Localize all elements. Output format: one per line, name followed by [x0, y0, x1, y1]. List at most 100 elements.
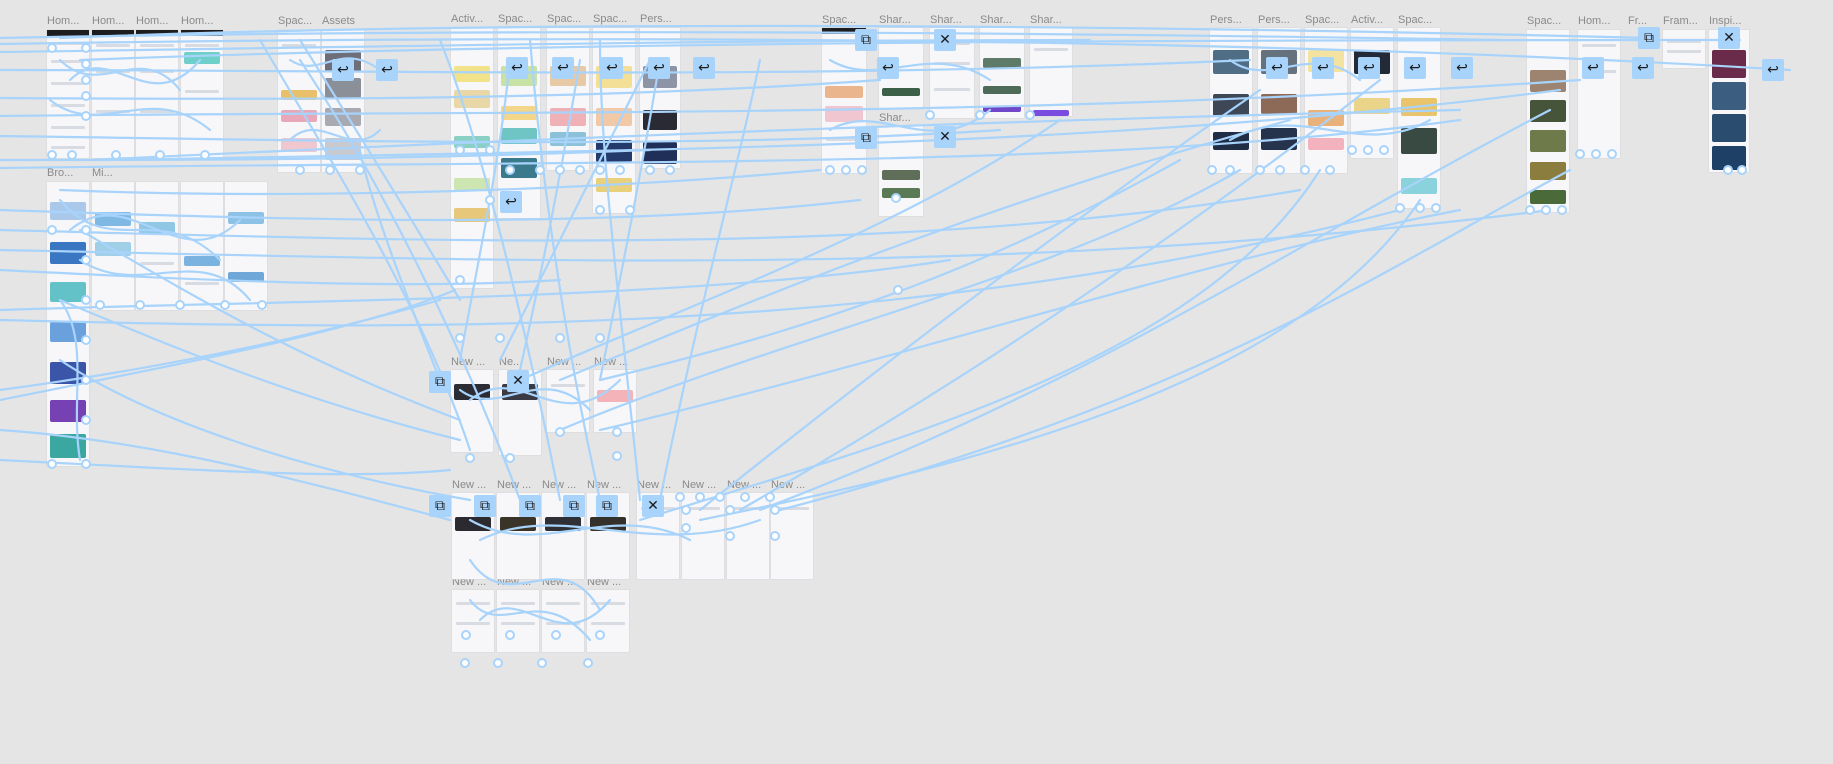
frame-thumbnail[interactable]	[594, 370, 636, 432]
frame-thumbnail[interactable]	[1663, 30, 1705, 68]
close-icon[interactable]: ✕	[1718, 27, 1740, 49]
frame-thumbnail[interactable]	[92, 30, 134, 158]
frame-label[interactable]: Spac...	[547, 13, 582, 25]
frame-label[interactable]: New ...	[542, 479, 577, 491]
frame-label[interactable]: Hom...	[181, 15, 214, 27]
frame-label[interactable]: New ...	[771, 479, 806, 491]
overlay-icon[interactable]: ⧉	[855, 127, 877, 149]
frame-thumbnail[interactable]	[92, 182, 134, 310]
frame-thumbnail[interactable]	[640, 28, 680, 168]
frame-label[interactable]: Shar...	[1030, 14, 1062, 26]
back-arrow-icon[interactable]: ↩	[332, 59, 354, 81]
frame-label[interactable]: Assets	[322, 15, 356, 27]
frame-thumbnail[interactable]	[497, 590, 539, 652]
frame-label[interactable]: New ...	[451, 356, 486, 368]
frame-label[interactable]: New ...	[594, 356, 629, 368]
frame-thumbnail[interactable]	[1030, 28, 1072, 116]
frame-thumbnail[interactable]	[1305, 28, 1347, 173]
frame-label[interactable]: New ...	[452, 479, 487, 491]
frame-label[interactable]: Bro...	[47, 167, 74, 179]
frame-label[interactable]: New ...	[587, 479, 622, 491]
frame-label[interactable]: Spac...	[1305, 14, 1340, 26]
frame-label[interactable]: Fram...	[1663, 15, 1698, 27]
back-arrow-icon[interactable]: ↩	[648, 57, 670, 79]
frame-label[interactable]: Activ...	[1351, 14, 1384, 26]
back-arrow-icon[interactable]: ↩	[1451, 57, 1473, 79]
frame-label[interactable]: Spac...	[1398, 14, 1433, 26]
frame-thumbnail[interactable]	[451, 370, 493, 452]
frame-label[interactable]: Hom...	[92, 15, 125, 27]
frame-label[interactable]: Shar...	[879, 14, 911, 26]
frame-thumbnail[interactable]	[47, 182, 89, 466]
close-icon[interactable]: ✕	[934, 29, 956, 51]
frame-label[interactable]: Pers...	[1258, 14, 1290, 26]
frame-thumbnail[interactable]	[1527, 30, 1569, 212]
frame-thumbnail[interactable]	[771, 493, 813, 579]
frame-label[interactable]: New ...	[547, 356, 582, 368]
frame-label[interactable]: Spac...	[822, 14, 857, 26]
frame-thumbnail[interactable]	[682, 493, 724, 579]
frame-label[interactable]: Mi...	[92, 167, 113, 179]
frame-thumbnail[interactable]	[980, 28, 1024, 118]
frame-thumbnail[interactable]	[47, 30, 89, 158]
back-arrow-icon[interactable]: ↩	[376, 59, 398, 81]
frame-thumbnail[interactable]	[547, 370, 589, 432]
back-arrow-icon[interactable]: ↩	[1404, 57, 1426, 79]
frame-label[interactable]: Shar...	[879, 112, 911, 124]
overlay-icon[interactable]: ⧉	[855, 29, 877, 51]
overlay-icon[interactable]: ⧉	[563, 495, 585, 517]
frame-thumbnail[interactable]	[225, 182, 267, 310]
frame-label[interactable]: Shar...	[980, 14, 1012, 26]
frame-label[interactable]: Spac...	[278, 15, 313, 27]
frame-label[interactable]: Hom...	[47, 15, 80, 27]
frame-label[interactable]: Hom...	[1578, 15, 1611, 27]
frame-thumbnail[interactable]	[451, 28, 493, 288]
frame-thumbnail[interactable]	[1351, 28, 1393, 158]
frame-thumbnail[interactable]	[1210, 28, 1252, 173]
frame-thumbnail[interactable]	[136, 182, 178, 310]
frame-label[interactable]: New ...	[727, 479, 762, 491]
back-arrow-icon[interactable]: ↩	[1582, 57, 1604, 79]
frame-thumbnail[interactable]	[879, 126, 923, 216]
frame-label[interactable]: Hom...	[136, 15, 169, 27]
back-arrow-icon[interactable]: ↩	[1632, 57, 1654, 79]
frame-label[interactable]: Spac...	[498, 13, 533, 25]
frame-thumbnail[interactable]	[1258, 28, 1300, 173]
frame-label[interactable]: New ...	[497, 479, 532, 491]
back-arrow-icon[interactable]: ↩	[500, 191, 522, 213]
close-icon[interactable]: ✕	[934, 126, 956, 148]
frame-label[interactable]: Pers...	[1210, 14, 1242, 26]
overlay-icon[interactable]: ⧉	[429, 371, 451, 393]
frame-thumbnail[interactable]	[542, 590, 584, 652]
frame-label[interactable]: Spac...	[593, 13, 628, 25]
overlay-icon[interactable]: ⧉	[429, 495, 451, 517]
overlay-icon[interactable]: ⧉	[519, 495, 541, 517]
frame-thumbnail[interactable]	[1398, 28, 1440, 208]
back-arrow-icon[interactable]: ↩	[1266, 57, 1288, 79]
frame-label[interactable]: Spac...	[1527, 15, 1562, 27]
frame-thumbnail[interactable]	[727, 493, 769, 579]
overlay-icon[interactable]: ⧉	[474, 495, 496, 517]
frame-thumbnail[interactable]	[452, 590, 494, 652]
frame-label[interactable]: Fr...	[1628, 15, 1647, 27]
back-arrow-icon[interactable]: ↩	[1312, 57, 1334, 79]
frame-thumbnail[interactable]	[1578, 30, 1620, 158]
overlay-icon[interactable]: ⧉	[596, 495, 618, 517]
frame-thumbnail[interactable]	[136, 30, 178, 158]
close-icon[interactable]: ✕	[642, 495, 664, 517]
frame-thumbnail[interactable]	[278, 30, 320, 172]
frame-label[interactable]: New ...	[637, 479, 672, 491]
frame-thumbnail[interactable]	[181, 182, 223, 310]
frame-thumbnail[interactable]	[593, 28, 635, 213]
back-arrow-icon[interactable]: ↩	[601, 57, 623, 79]
close-icon[interactable]: ✕	[507, 370, 529, 392]
frame-thumbnail[interactable]	[181, 30, 223, 158]
overlay-icon[interactable]: ⧉	[1638, 27, 1660, 49]
frame-thumbnail[interactable]	[547, 28, 589, 170]
frame-label[interactable]: Inspi...	[1709, 15, 1742, 27]
back-arrow-icon[interactable]: ↩	[506, 57, 528, 79]
frame-thumbnail[interactable]	[587, 590, 629, 652]
frame-label[interactable]: Activ...	[451, 13, 484, 25]
frame-label[interactable]: Pers...	[640, 13, 672, 25]
